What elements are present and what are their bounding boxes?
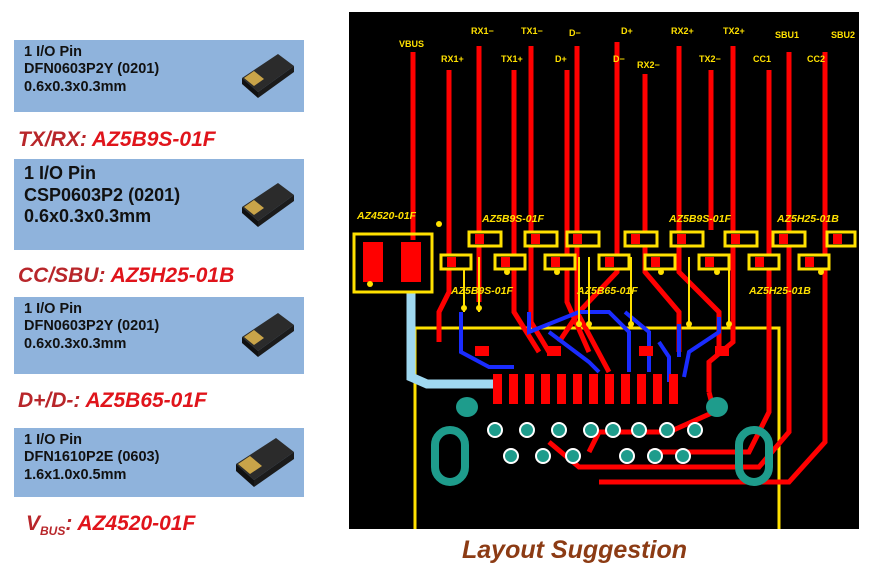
label-tx2p: TX2+ [723, 26, 745, 36]
card-dimensions: 0.6x0.3x0.3mm [24, 78, 127, 95]
part-number: AZ5B65-01F [85, 389, 207, 412]
chip-image [242, 183, 294, 227]
card-package: DFN0603P2Y (0201) [24, 318, 160, 335]
spec-card-4: 1 I/O Pin DFN1610P2E (0603) 1.6x1.0x0.5m… [14, 428, 304, 497]
connector-pads [475, 346, 729, 404]
label-rx2m: RX2− [637, 60, 660, 70]
label-b9s-bottom: AZ5B9S-01F [450, 285, 513, 297]
card-package: DFN0603P2Y (0201) [24, 61, 160, 78]
section-tx-rx: TX/RX: AZ5B9S-01F [18, 128, 216, 151]
connector-pins [487, 422, 703, 464]
section-d-plus-minus: D+/D-: AZ5B65-01F [18, 389, 207, 412]
section-cc-sbu: CC/SBU: AZ5H25-01B [18, 264, 235, 287]
esd-footprints-upper [467, 230, 857, 248]
spec-card-1: 1 I/O Pin DFN0603P2Y (0201) 0.6x0.3x0.3m… [14, 40, 304, 112]
pcb-layout: VBUS RX1+ RX1− TX1+ TX1− D+ D− D+ D− RX2… [349, 12, 859, 529]
esd-footprints-lower [439, 253, 831, 271]
card-dimensions: 1.6x1.0x0.5mm [24, 466, 127, 483]
label-dm1: D− [569, 28, 581, 38]
label-rx1p: RX1+ [441, 54, 464, 64]
label-h25-bottom: AZ5H25-01B [748, 285, 811, 297]
label-cc1: CC1 [753, 54, 771, 64]
chip-image [236, 438, 294, 487]
vias [461, 269, 824, 327]
signal-traces-blue [459, 310, 721, 382]
pin-labels: VBUS RX1+ RX1− TX1+ TX1− D+ D− D+ D− RX2… [399, 26, 855, 70]
part-number: AZ5B9S-01F [91, 128, 216, 151]
part-number: AZ5H25-01B [110, 264, 235, 287]
label-rx1m: RX1− [471, 26, 494, 36]
card-dimensions: 0.6x0.3x0.3mm [24, 335, 127, 352]
card-package: DFN1610P2E (0603) [24, 449, 160, 466]
spec-card-3: 1 I/O Pin DFN0603P2Y (0201) 0.6x0.3x0.3m… [14, 297, 304, 374]
card-pin-count: 1 I/O Pin [24, 44, 83, 60]
label-vbus: VBUS [399, 39, 424, 49]
label-rx2p: RX2+ [671, 26, 694, 36]
label-tx1p: TX1+ [501, 54, 523, 64]
layout-caption: Layout Suggestion [462, 536, 687, 564]
label-tx1m: TX1− [521, 26, 543, 36]
label-sbu2: SBU2 [831, 30, 855, 40]
label-cc2: CC2 [807, 54, 825, 64]
section-vbus: VBUS: AZ4520-01F [26, 512, 196, 539]
chip-image [242, 313, 294, 357]
label-b9s-top-right: AZ5B9S-01F [668, 213, 731, 225]
label-b9s-top-left: AZ5B9S-01F [481, 213, 544, 225]
through-holes [431, 397, 773, 486]
label-dm2: D− [613, 54, 625, 64]
card-pin-count: 1 I/O Pin [24, 432, 83, 448]
label-b65-bottom: AZ5B65-01F [576, 285, 638, 297]
az4520-package [352, 221, 442, 294]
label-h25-top: AZ5H25-01B [776, 213, 839, 225]
card-dimensions: 0.6x0.3x0.3mm [24, 206, 152, 227]
connector-outline [413, 326, 781, 529]
label-dp2: D+ [621, 26, 633, 36]
spec-card-2: 1 I/O Pin CSP0603P2 (0201) 0.6x0.3x0.3mm [14, 159, 304, 250]
part-number: AZ4520-01F [77, 512, 196, 535]
label-az4520: AZ4520-01F [356, 210, 417, 222]
card-package: CSP0603P2 (0201) [24, 184, 181, 205]
card-pin-count: 1 I/O Pin [24, 163, 97, 183]
part-labels: AZ4520-01F AZ5B9S-01F AZ5B9S-01F AZ5H25-… [356, 210, 839, 297]
label-sbu1: SBU1 [775, 30, 799, 40]
chip-image [242, 54, 294, 98]
card-pin-count: 1 I/O Pin [24, 301, 83, 317]
label-dp1: D+ [555, 54, 567, 64]
vbus-trace [406, 292, 499, 389]
label-tx2m: TX2− [699, 54, 721, 64]
